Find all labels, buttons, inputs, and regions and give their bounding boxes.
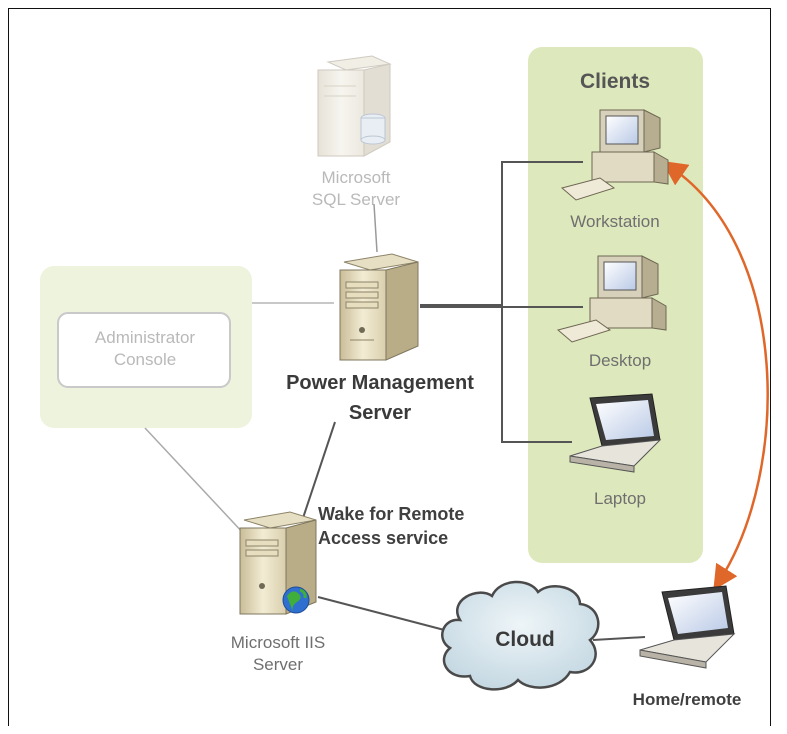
admin-console-label-line2: Console <box>113 350 177 369</box>
desktop-label: Desktop <box>588 351 652 370</box>
cloud-label: Cloud <box>495 628 555 651</box>
sql-server-label: Microsoft SQL Server <box>296 167 416 211</box>
admin-console-label: Administrator Console <box>70 327 220 371</box>
connection-lines <box>144 161 646 641</box>
sql-server-icon <box>317 55 392 157</box>
admin-console-box <box>57 312 231 388</box>
sql-server-label-line2: SQL Server <box>311 190 401 209</box>
power-management-server-label: Power Management Server <box>262 368 498 428</box>
iis-server-label-line2: Server <box>252 655 304 674</box>
admin-console-label-line1: Administrator <box>94 328 196 347</box>
clients-title: Clients <box>579 70 650 93</box>
iis-server-label-line1: Microsoft IIS <box>230 633 326 652</box>
iis-server-label: Microsoft IIS Server <box>206 632 350 676</box>
home-remote-label: Home/remote <box>632 690 742 709</box>
desktop-icon <box>556 255 667 343</box>
workstation-icon <box>560 109 669 201</box>
wake-service-label-line1: Wake for Remote <box>318 504 465 524</box>
wake-service-label-line2: Access service <box>318 528 449 548</box>
workstation-label: Workstation <box>570 212 660 231</box>
home-remote-laptop-icon <box>639 585 736 669</box>
wake-service-label: Wake for Remote Access service <box>318 502 514 550</box>
laptop-label: Laptop <box>594 489 646 508</box>
sql-server-label-line1: Microsoft <box>321 168 391 187</box>
cloud-shape <box>441 580 600 691</box>
laptop-icon <box>569 393 662 473</box>
globe-icon <box>282 586 310 614</box>
iis-server-icon <box>239 511 317 615</box>
power-management-server-icon <box>339 253 419 361</box>
power-server-label-line1: Power Management <box>286 372 474 394</box>
power-server-label-line2: Server <box>348 402 412 424</box>
remote-wake-arrow <box>661 160 769 591</box>
